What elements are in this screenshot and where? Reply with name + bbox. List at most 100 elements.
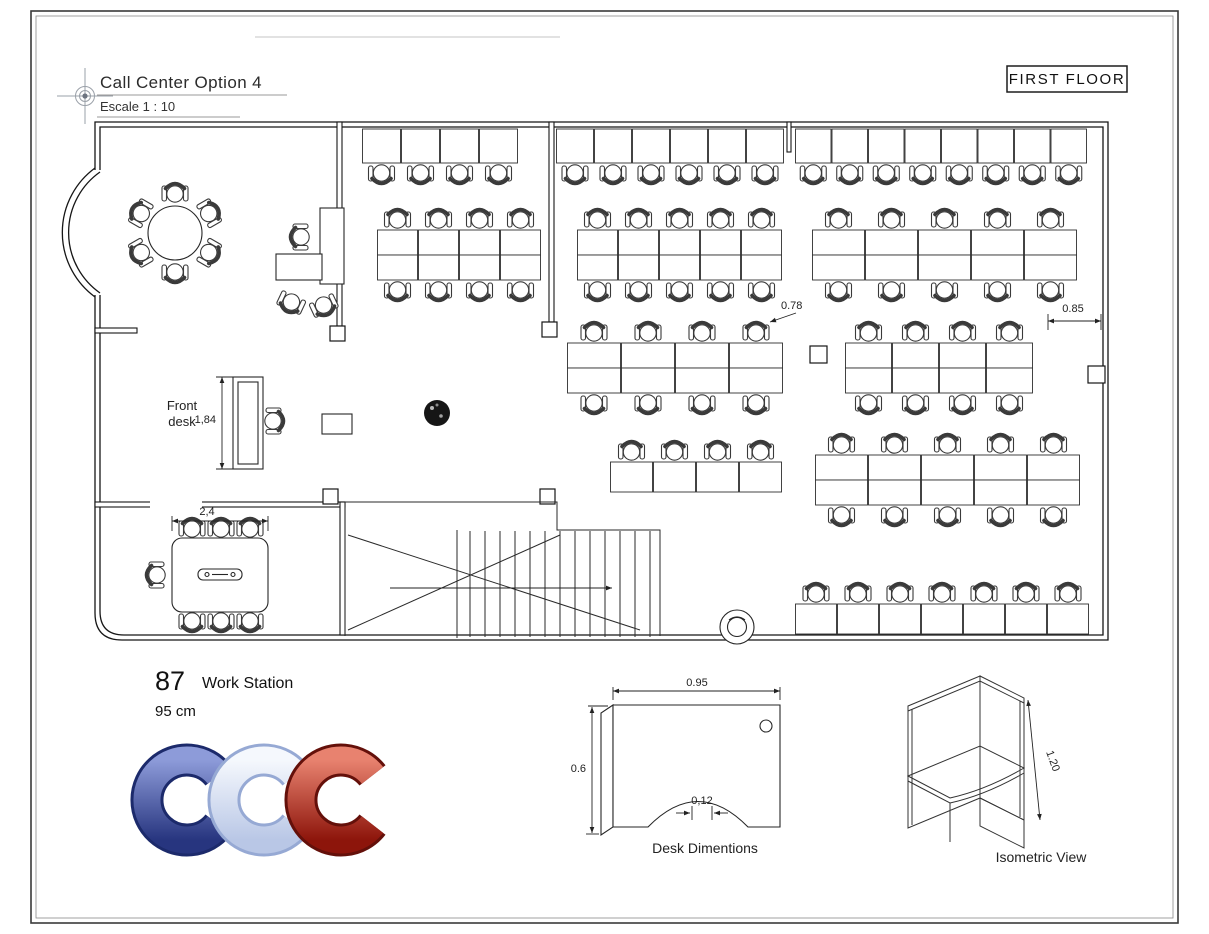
office-chair: [741, 320, 771, 344]
office-chair: [843, 581, 873, 605]
office-chair: [879, 504, 910, 528]
workstation-desk: [868, 128, 905, 164]
workstation-desk: [921, 454, 974, 481]
office-chair: [579, 392, 609, 416]
office-chair: [633, 392, 663, 416]
office-chair: [834, 163, 865, 186]
workstation-desk: [815, 479, 868, 506]
office-chair: [1017, 163, 1048, 186]
office-chair: [980, 163, 1011, 186]
office-chair: [235, 610, 265, 634]
workstation-desk: [377, 254, 418, 281]
workstation-desk: [977, 128, 1014, 164]
workstation-desk: [918, 229, 971, 256]
office-chair: [798, 163, 829, 186]
workstation-desk: [556, 128, 594, 164]
workstation-desk: [921, 603, 963, 635]
workstation-desk: [812, 229, 865, 256]
office-chair: [664, 207, 695, 230]
workstation-summary: 87 Work Station 95 cm: [155, 666, 293, 720]
workstation-desk: [795, 603, 837, 635]
workstation-desk: [632, 128, 670, 164]
workstation-count: 87: [155, 666, 185, 696]
workstation-desk: [729, 342, 783, 369]
office-chair: [288, 222, 312, 252]
logo-c2: [207, 743, 309, 857]
workstation-desk: [795, 128, 832, 164]
workstation-desk: [941, 128, 978, 164]
workstation-desk: [459, 254, 500, 281]
workstation-desk: [971, 229, 1024, 256]
workstation-desk: [868, 479, 921, 506]
side-table: [321, 413, 353, 435]
workstation-desk: [974, 479, 1027, 506]
workstation-desk: [971, 254, 1024, 281]
workstation-desk: [868, 454, 921, 481]
office-chair: [664, 279, 695, 303]
workstation-desk: [700, 229, 741, 256]
office-chair: [705, 207, 736, 230]
workstation-desk: [1047, 603, 1089, 635]
columns: [322, 321, 1106, 505]
workstation-desk: [594, 128, 632, 164]
workstation-desk: [815, 454, 868, 481]
dim-clearance-right: 0.85: [1062, 303, 1083, 315]
office-chair: [1011, 581, 1041, 605]
drawing-title: Call Center Option 4: [100, 73, 262, 92]
office-chair: [900, 392, 931, 416]
office-chair: [144, 560, 167, 590]
perimeter-walls: [61, 121, 1109, 641]
office-chair: [687, 392, 717, 416]
workstation-desk: [479, 128, 518, 164]
workstation-desk: [921, 479, 974, 506]
office-chair: [633, 320, 663, 344]
isometric-caption: Isometric View: [996, 849, 1088, 865]
workstation-desk: [621, 367, 675, 394]
workstation-desk: [618, 229, 659, 256]
office-chair: [1038, 504, 1069, 528]
office-chair: [823, 207, 854, 230]
logo-c1: [130, 743, 232, 857]
office-chair: [985, 504, 1016, 528]
office-chair: [885, 581, 915, 605]
office-chair: [1053, 163, 1084, 186]
office-chair: [1035, 279, 1066, 303]
conference-table: [171, 537, 269, 613]
office-chair: [423, 207, 454, 230]
isometric-view: 1.20 Isometric View: [906, 675, 1088, 865]
workstation-desk: [892, 342, 939, 369]
office-chair: [1053, 581, 1083, 605]
workstation-desk: [831, 128, 868, 164]
desk-detail: 0.95 0.6 0,12 Desk Dimentions: [571, 677, 781, 856]
workstation-desk: [741, 254, 782, 281]
office-chair: [712, 163, 742, 186]
office-chair: [483, 163, 514, 186]
office-chair: [659, 439, 690, 463]
workstation-desk: [1050, 128, 1087, 164]
workstation-desk: [939, 342, 986, 369]
office-chair: [464, 279, 495, 303]
office-chair: [623, 207, 654, 230]
workstation-desk: [892, 367, 939, 394]
office-chair: [745, 439, 776, 463]
workstation-desk: [577, 229, 618, 256]
workstation-desk: [567, 367, 621, 394]
office-chair: [929, 279, 960, 303]
office-chair: [982, 207, 1013, 230]
office-chair: [623, 279, 654, 303]
workstation-desk: [729, 367, 783, 394]
office-chair: [750, 163, 780, 186]
planter: [719, 609, 755, 645]
workstation-desk: [675, 367, 729, 394]
office-chair: [907, 163, 938, 186]
front-desk-label: Front: [167, 398, 198, 413]
office-chair: [900, 320, 931, 344]
office-chair: [947, 320, 978, 344]
workstation-desk: [1027, 454, 1080, 481]
dim-desk-depth: 0.6: [571, 763, 586, 775]
workstation-desk: [610, 461, 653, 493]
workstation-desk: [974, 454, 1027, 481]
drawing-scale: Escale 1 : 10: [100, 99, 175, 114]
